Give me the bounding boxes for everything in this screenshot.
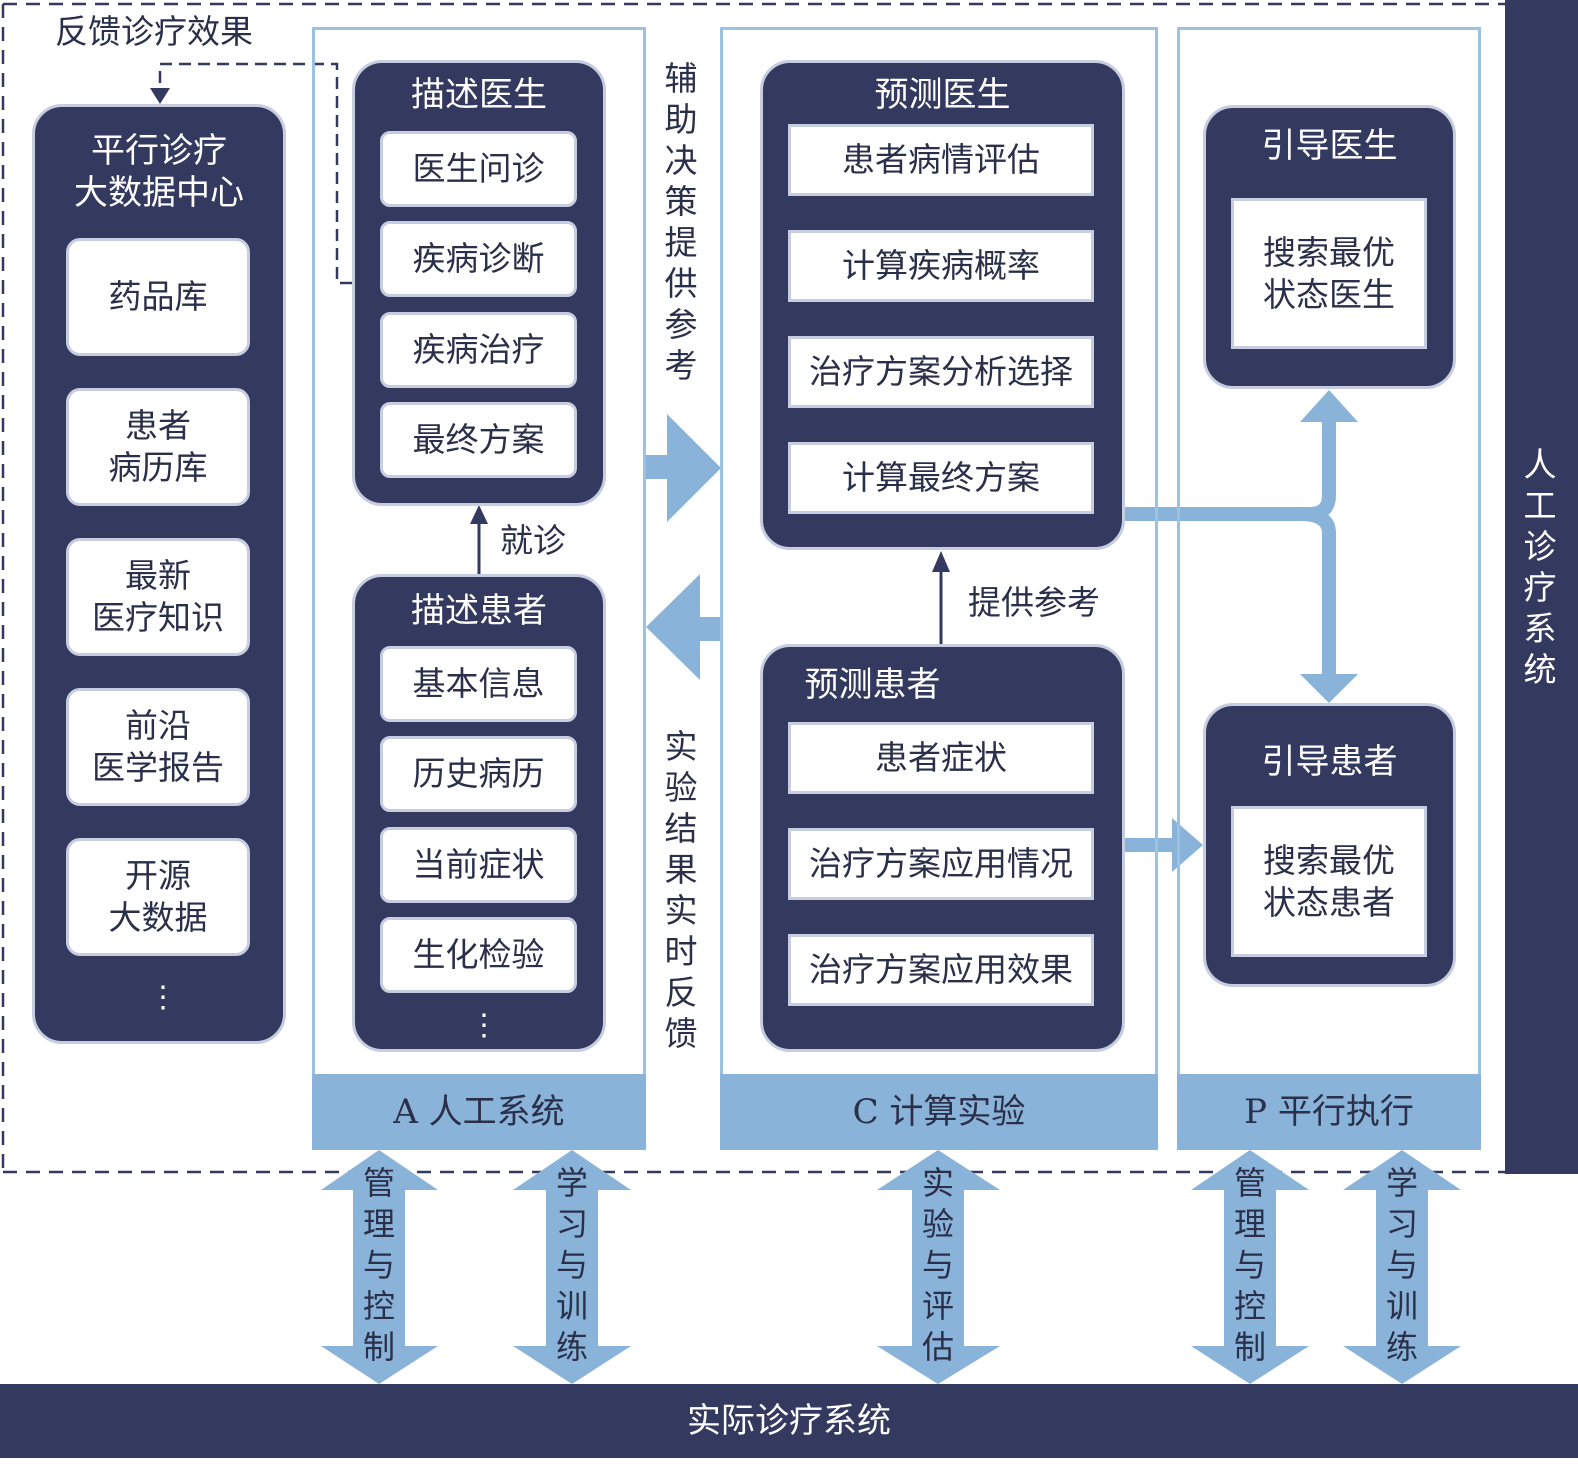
guide-doctor-arrowhead-icon <box>1300 390 1358 422</box>
data-center-title-line1: 平行诊疗 <box>91 131 227 171</box>
predict-doctor-title: 预测医生 <box>874 75 1011 115</box>
describe-doctor-item-treatment: 疾病治疗 <box>380 312 577 388</box>
double-arrow-p-management-icon <box>1191 1150 1309 1384</box>
item-label: 药品库 <box>108 277 208 316</box>
item-label-line1: 最新 <box>125 556 191 595</box>
predict-doctor-item-plan-analysis: 治疗方案分析选择 <box>788 336 1094 408</box>
predict-doctor-to-guide-connector <box>1124 420 1336 680</box>
describe-doctor-item-final-plan: 最终方案 <box>380 402 577 478</box>
bottom-double-arrows <box>321 1150 1461 1384</box>
item-label-line2: 医学报告 <box>92 748 224 787</box>
item-label-line2: 大数据 <box>108 898 208 937</box>
bottom-arrow-label-a-management: 管理与控制 <box>362 1164 395 1366</box>
predict-doctor-item-final-plan: 计算最终方案 <box>788 442 1094 514</box>
bottom-arrow-label-p-learning: 学习与训练 <box>1385 1164 1418 1366</box>
provide-reference-label: 提供参考 <box>968 583 1100 622</box>
guide-doctor-title: 引导医生 <box>1261 126 1398 166</box>
predict-doctor-item-probability: 计算疾病概率 <box>788 230 1094 302</box>
describe-patient-title: 描述患者 <box>411 591 547 631</box>
describe-patient-item-history: 历史病历 <box>380 736 577 812</box>
section-c-label: C 计算实验 <box>720 1074 1158 1150</box>
guide-patient-line2: 状态患者 <box>1263 882 1395 922</box>
data-center-title-line2: 大数据中心 <box>74 173 244 213</box>
describe-doctor-title: 描述医生 <box>411 75 547 115</box>
data-center-item-medical-reports: 前沿医学报告 <box>66 688 250 806</box>
predict-doctor-item-assessment: 患者病情评估 <box>788 124 1094 196</box>
bottom-arrow-label-c-experiment: 实验与评估 <box>921 1164 954 1366</box>
double-arrow-a-learning-icon <box>513 1150 631 1384</box>
double-arrow-p-learning-icon <box>1343 1150 1461 1384</box>
bottom-arrow-label-a-learning: 学习与训练 <box>555 1164 588 1366</box>
feedback-left-arrow-icon <box>646 574 722 680</box>
predict-patient-title: 预测患者 <box>804 665 941 705</box>
item-label-line1: 前沿 <box>125 706 191 745</box>
guide-doctor-line1: 搜索最优 <box>1263 232 1395 272</box>
data-center-item-open-data: 开源大数据 <box>66 838 250 956</box>
data-center-item-medical-knowledge: 最新医疗知识 <box>66 538 250 656</box>
predict-patient-item-plan-effect: 治疗方案应用效果 <box>788 934 1094 1006</box>
double-arrow-c-experiment-icon <box>877 1150 1000 1384</box>
real-system-bar: 实际诊疗系统 <box>0 1384 1578 1458</box>
section-a-label: A 人工系统 <box>312 1074 646 1150</box>
describe-patient-item-biochem: 生化检验 <box>380 917 577 993</box>
data-center-item-patient-records: 患者病历库 <box>66 388 250 506</box>
visit-label: 就诊 <box>500 521 566 560</box>
describe-doctor-item-consultation: 医生问诊 <box>380 131 577 207</box>
item-label-line1: 患者 <box>125 406 191 445</box>
guide-patient-title: 引导患者 <box>1261 742 1398 782</box>
describe-doctor-item-diagnosis: 疾病诊断 <box>380 221 577 297</box>
describe-patient-item-symptoms: 当前症状 <box>380 827 577 903</box>
item-label-line1: 开源 <box>125 856 191 895</box>
feedback-effect-label: 反馈诊疗效果 <box>55 12 253 51</box>
assist-decision-label: 辅助决策提供参考 <box>664 59 698 385</box>
guide-patient-search-box: 搜索最优状态患者 <box>1231 806 1427 957</box>
realtime-feedback-label: 实验结果实时反馈 <box>664 727 698 1053</box>
predict-patient-item-symptoms: 患者症状 <box>788 722 1094 794</box>
reference-arrowhead-icon <box>932 551 950 572</box>
describe-patient-item-basic-info: 基本信息 <box>380 646 577 722</box>
guide-doctor-line2: 状态医生 <box>1263 274 1395 314</box>
visit-arrowhead-icon <box>470 505 488 524</box>
predict-patient-item-plan-usage: 治疗方案应用情况 <box>788 828 1094 900</box>
section-p-label: P 平行执行 <box>1177 1074 1481 1150</box>
assist-right-arrow-icon <box>645 414 721 522</box>
guide-doctor-search-box: 搜索最优状态医生 <box>1231 198 1427 349</box>
describe-patient-more-icon: ⋮ <box>469 1008 499 1043</box>
data-center-item-drug-db: 药品库 <box>66 238 250 356</box>
bottom-arrow-label-p-management: 管理与控制 <box>1233 1164 1266 1366</box>
item-label-line2: 医疗知识 <box>92 598 224 637</box>
guide-patient-line1: 搜索最优 <box>1263 840 1395 880</box>
feedback-arrowhead-icon <box>150 88 170 104</box>
guide-patient-arrowhead-icon <box>1300 674 1358 703</box>
artificial-system-bar <box>1505 0 1578 1174</box>
item-label-line2: 病历库 <box>108 448 208 487</box>
data-center-more-icon: ⋮ <box>148 980 178 1015</box>
artificial-system-label: 人工诊疗系统 <box>1523 445 1557 689</box>
feedback-dashed-connector <box>158 62 352 285</box>
double-arrow-a-management-icon <box>321 1150 438 1384</box>
